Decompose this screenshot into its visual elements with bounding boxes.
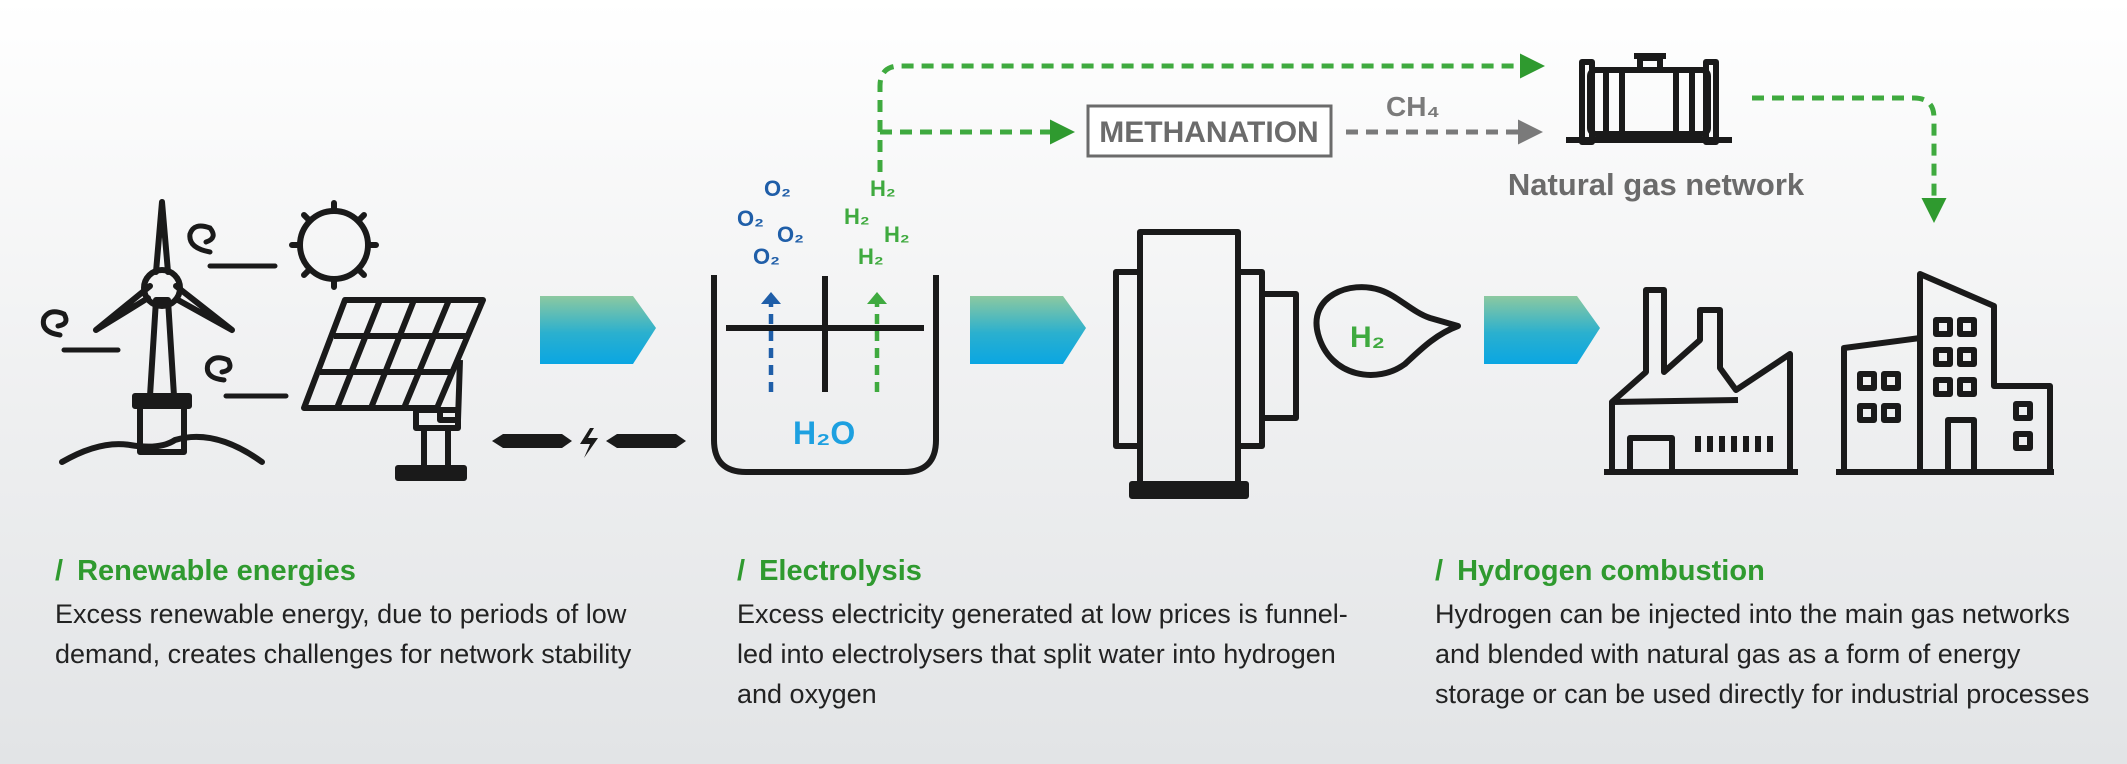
hydrogen-label: H₂ <box>858 244 884 269</box>
section-title: / Renewable energies <box>55 555 695 588</box>
office-building-icon <box>1836 271 2054 475</box>
hydrogen-combustion-title: Hydrogen combustion <box>1457 555 1765 587</box>
hydrogen-label: H₂ <box>844 204 870 229</box>
renewable-energies-section: / Renewable energies Excess renewable ene… <box>55 555 695 674</box>
methane-label: CH₄ <box>1386 91 1440 122</box>
power-cable-icon <box>492 428 686 458</box>
electrolysis-section: / Electrolysis Excess electricity generat… <box>737 555 1357 714</box>
oxygen-label: O₂ <box>753 244 780 269</box>
hydrogen-label: H₂ <box>884 222 910 247</box>
electrolyser-tank-icon <box>711 275 939 475</box>
flow-chevron-3 <box>1484 296 1600 364</box>
section-title: / Hydrogen combustion <box>1435 555 2115 588</box>
renewable-energies-title: Renewable energies <box>77 555 356 587</box>
slash-mark: / <box>1435 555 1444 587</box>
sun-icon <box>289 200 379 290</box>
slash-mark: / <box>55 555 64 587</box>
electrolysis-title: Electrolysis <box>759 555 922 587</box>
electrolysis-description: Excess electricity generated at low pric… <box>737 599 1348 709</box>
solar-panel-icon <box>301 297 486 481</box>
hydrogen-label: H₂ <box>1350 321 1385 354</box>
hydrogen-storage-unit-icon <box>1113 229 1299 499</box>
hydrogen-to-gas-network-flow <box>877 53 1545 172</box>
natural-gas-network-label: Natural gas network <box>1508 167 1805 202</box>
wind-turbine-icon <box>59 199 265 465</box>
gas-network-to-consumers-flow <box>1752 95 1947 223</box>
hydrogen-combustion-description: Hydrogen can be injected into the main g… <box>1435 599 2090 709</box>
methanation-label: METHANATION <box>1099 116 1318 149</box>
natural-gas-tank-icon <box>1566 53 1732 145</box>
hydrogen-flow-arrow <box>867 292 887 392</box>
oxygen-flow-arrow <box>761 292 781 392</box>
oxygen-label: O₂ <box>777 222 804 247</box>
renewable-energies-description: Excess renewable energy, due to periods … <box>55 599 632 669</box>
methanation-box: METHANATION <box>1086 104 1333 158</box>
hydrogen-combustion-section: / Hydrogen combustion Hydrogen can be inj… <box>1435 555 2115 714</box>
factory-icon <box>1604 287 1798 475</box>
section-title: / Electrolysis <box>737 555 1357 588</box>
oxygen-label: O₂ <box>764 176 791 201</box>
hydrogen-label: H₂ <box>870 176 896 201</box>
hydrogen-molecules: H₂ H₂ H₂ H₂ <box>844 176 910 269</box>
flow-chevron-1 <box>540 296 656 364</box>
oxygen-molecules: O₂ O₂ O₂ O₂ <box>737 176 804 269</box>
water-label: H₂O <box>793 415 855 451</box>
flow-chevron-2 <box>970 296 1086 364</box>
slash-mark: / <box>737 555 746 587</box>
oxygen-label: O₂ <box>737 206 764 231</box>
wind-swirl-icon <box>40 223 289 399</box>
hydrogen-gas-bubble: H₂ <box>1313 284 1461 378</box>
